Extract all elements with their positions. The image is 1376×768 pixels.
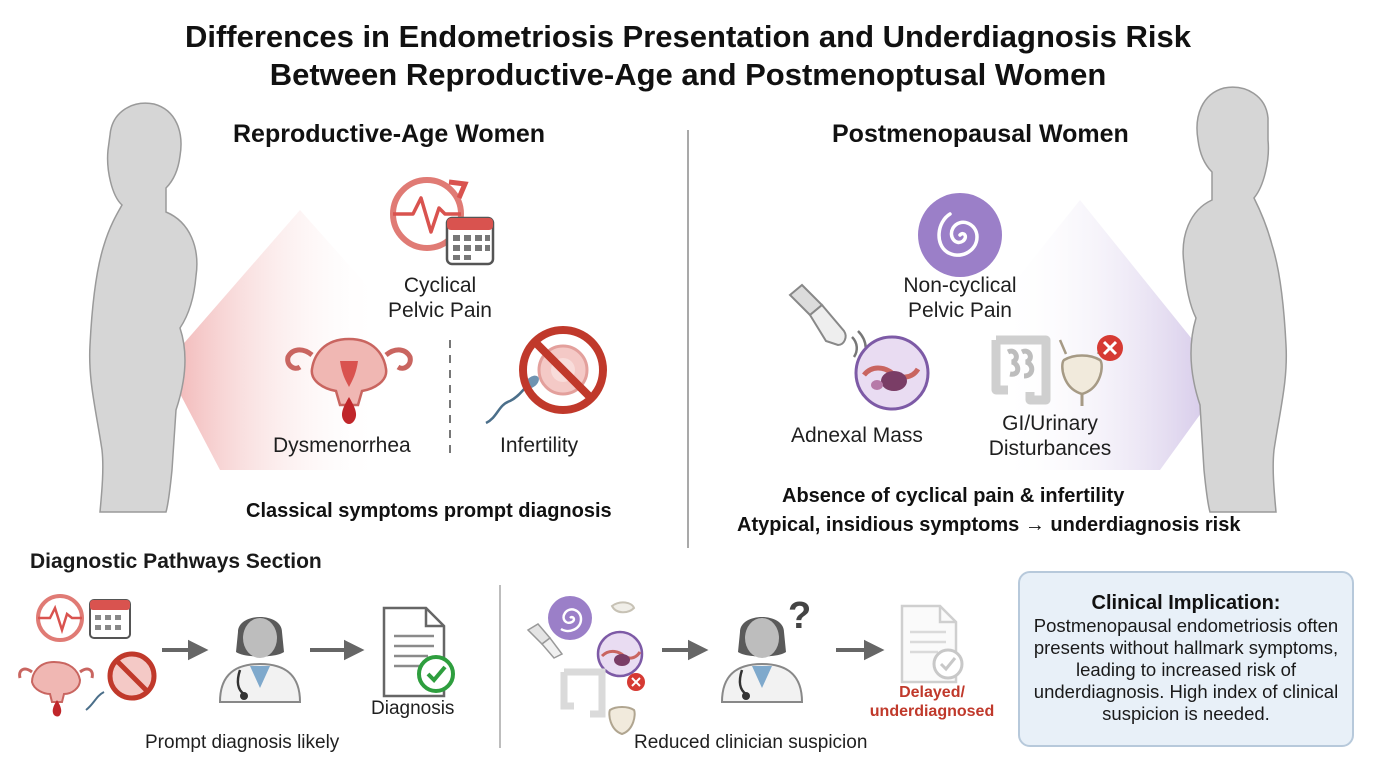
dysmenorrhea-label: Dysmenorrhea xyxy=(273,434,411,457)
woman-silhouette-left-icon xyxy=(88,102,198,513)
red-glow xyxy=(165,210,380,470)
implication-body: Postmenopausal endometriosis often prese… xyxy=(1033,615,1339,724)
pathways-heading: Diagnostic Pathways Section xyxy=(30,550,322,573)
spiral-pain-icon xyxy=(918,193,1002,277)
ovary-mass-icon xyxy=(854,335,930,411)
intestine-bladder-icon xyxy=(991,335,1123,406)
clinical-implication-box: Clinical Implication: Postmenopausal end… xyxy=(1018,571,1354,747)
title-line-2: Between Reproductive-Age and Postmenoptu… xyxy=(269,57,1107,92)
postmenopausal-summary-1: Absence of cyclical pain & infertility xyxy=(782,485,1125,507)
postmenopausal-summary-2: Atypical, insidious symptoms → underdiag… xyxy=(737,514,1241,536)
woman-silhouette-right-icon xyxy=(1182,86,1288,513)
noncyclical-pain-label: Non-cyclical Pelvic Pain xyxy=(903,274,1017,322)
pain-calendar-icon xyxy=(390,177,495,266)
svg-text:?: ? xyxy=(788,595,811,637)
title-line-1: Differences in Endometriosis Presentatio… xyxy=(184,19,1192,54)
cyclical-pain-label: Cyclical Pelvic Pain xyxy=(388,274,492,322)
delayed-label: Delayed/ underdiagnosed xyxy=(869,684,995,720)
ultrasound-probe-icon xyxy=(788,283,930,411)
purple-glow xyxy=(1000,200,1225,470)
reduced-suspicion-caption: Reduced clinician suspicion xyxy=(634,732,868,753)
faded-document-icon xyxy=(900,604,964,684)
prompt-diagnosis-caption: Prompt diagnosis likely xyxy=(145,732,340,753)
doctor-icon xyxy=(218,617,302,703)
implication-title: Clinical Implication: xyxy=(1091,592,1281,614)
reproductive-heading: Reproductive-Age Women xyxy=(233,120,546,148)
infertility-label: Infertility xyxy=(500,434,579,457)
postmenopausal-heading: Postmenopausal Women xyxy=(832,120,1129,148)
doctor-questioning-icon: ? xyxy=(720,595,811,703)
reproductive-summary: Classical symptoms prompt diagnosis xyxy=(246,500,612,522)
page-title: Differences in Endometriosis Presentatio… xyxy=(0,18,1376,94)
uterus-bleeding-icon xyxy=(285,337,413,424)
diagnosis-label: Diagnosis xyxy=(371,698,455,719)
no-sperm-egg-icon xyxy=(485,326,607,425)
adnexal-mass-label: Adnexal Mass xyxy=(791,424,923,447)
symptom-cluster-left-icon xyxy=(18,594,157,717)
gi-urinary-label: GI/Urinary Disturbances xyxy=(988,412,1112,460)
symptom-cluster-right-icon xyxy=(526,596,645,736)
diagnosis-document-icon xyxy=(382,606,455,698)
